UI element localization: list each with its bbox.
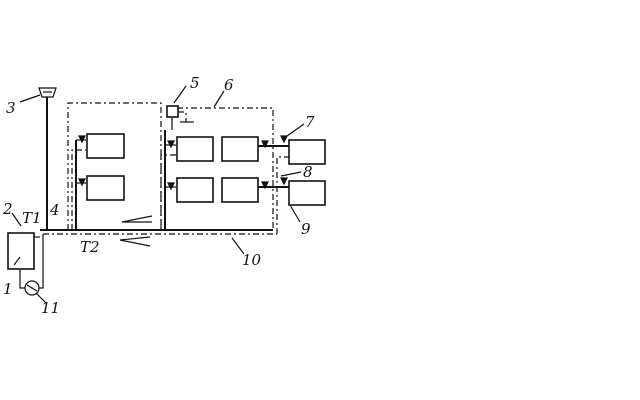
valve-middle-lower <box>167 182 175 191</box>
right-riser-return <box>276 156 289 234</box>
label-6: 6 <box>224 76 234 94</box>
radiator-right-lower <box>288 180 326 206</box>
right-zone-loop <box>177 107 274 230</box>
radiator-center-lower <box>221 177 259 203</box>
valve-right-upper-a <box>261 140 269 149</box>
label-10: 10 <box>242 251 262 269</box>
leader-7 <box>286 123 305 137</box>
valve-middle-upper <box>167 140 175 149</box>
valve-right-upper-b <box>280 135 288 144</box>
radiator-center-upper <box>221 136 259 162</box>
radiator-middle-lower <box>176 177 214 203</box>
radiator-middle-upper <box>176 136 214 162</box>
flow-arrow-supply <box>121 215 153 223</box>
radiator-right-upper <box>288 139 326 165</box>
label-t1: T1 <box>22 209 42 227</box>
boiler-return-line <box>19 269 25 289</box>
label-7: 7 <box>305 113 315 131</box>
label-5: 5 <box>190 74 200 92</box>
valve-right-lower-b <box>280 177 288 186</box>
boiler <box>7 232 35 270</box>
radiator-left-upper <box>86 133 125 159</box>
valve-right-lower-a <box>261 181 269 190</box>
label-8: 8 <box>303 163 313 181</box>
leader-10 <box>231 237 245 255</box>
label-4: 4 <box>49 201 60 219</box>
label-t2: T2 <box>80 238 100 256</box>
middle-riser-return <box>160 154 176 230</box>
leader-5 <box>173 85 187 104</box>
leader-3 <box>19 94 41 103</box>
pump-to-return-riser <box>39 234 44 289</box>
leader-6 <box>213 90 225 108</box>
label-3: 3 <box>6 99 16 117</box>
label-2: 2 <box>2 200 13 218</box>
label-1: 1 <box>3 280 13 298</box>
expansion-tank <box>38 87 57 98</box>
left-riser-return <box>71 149 86 230</box>
pump-impeller-mark <box>26 284 38 292</box>
leader-1 <box>13 256 21 266</box>
label-11: 11 <box>41 299 60 317</box>
leader-9 <box>289 204 301 223</box>
valve-left-lower <box>78 178 86 187</box>
radiator-left-lower <box>86 175 125 201</box>
leader-8 <box>280 171 302 177</box>
air-vent-bleed <box>178 111 187 122</box>
leader-2 <box>11 212 22 227</box>
label-9: 9 <box>301 220 311 238</box>
leader-11 <box>35 292 47 304</box>
air-vent-device <box>166 105 179 118</box>
flow-arrow-return <box>119 236 151 247</box>
valve-left-upper <box>78 135 86 144</box>
left-zone-loop <box>67 102 162 230</box>
